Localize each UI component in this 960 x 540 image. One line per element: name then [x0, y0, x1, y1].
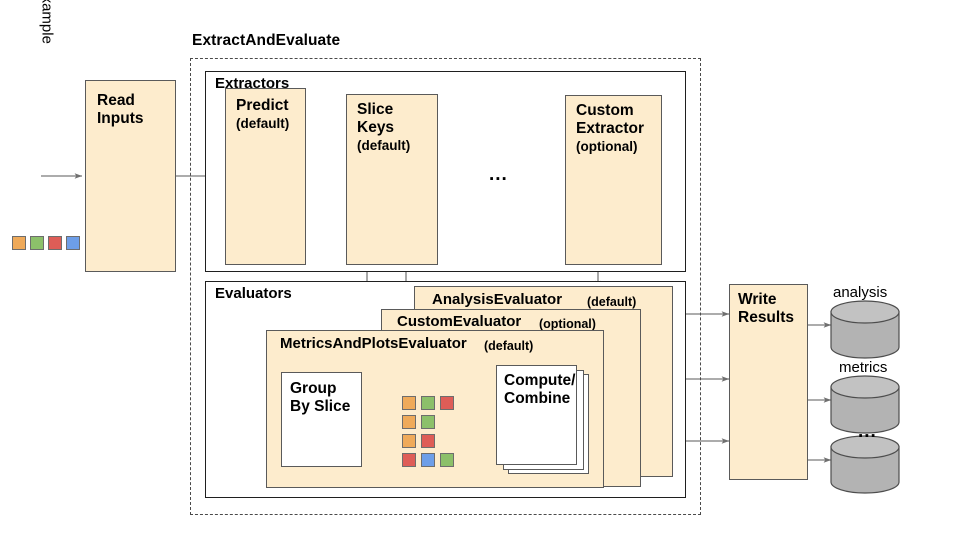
output-label-metrics: metrics [839, 359, 888, 376]
slice-chip [421, 396, 435, 410]
read-inputs-label-line1: Read [97, 92, 135, 109]
slice-chip [421, 434, 435, 448]
cylinder-more [830, 435, 900, 494]
group-by-slice-box[interactable]: Group By Slice [281, 372, 362, 467]
compute-combine-line2: Combine [504, 390, 571, 407]
extractor-predict-qualifier: (default) [236, 116, 290, 131]
extract-and-evaluate-region [190, 58, 701, 515]
legend-chip-orange [12, 236, 26, 250]
extractor-predict-title: Predict [236, 97, 289, 114]
extractor-custom-title-line2: Extractor [576, 120, 645, 137]
slice-groups-grid [402, 396, 460, 467]
output-label-more: ... [858, 421, 877, 442]
read-inputs-box[interactable]: Read Inputs [85, 80, 176, 272]
input-label-wrap: tf.Example [0, 0, 65, 110]
input-label: tf.Example [38, 0, 56, 44]
extractor-slice-keys-title-line1: Slice [357, 101, 394, 118]
slice-chip [440, 396, 454, 410]
compute-combine-line1: Compute/ [504, 372, 576, 389]
read-inputs-label-line2: Inputs [97, 110, 144, 127]
compute-combine-card[interactable]: Compute/ Combine [496, 365, 577, 465]
extractor-slice-keys-box[interactable]: Slice Keys (default) [346, 94, 438, 265]
write-results-box[interactable]: Write Results [729, 284, 808, 480]
slice-chip [440, 453, 454, 467]
legend-chip-red [48, 236, 62, 250]
input-legend-chips [12, 236, 82, 250]
extractor-slice-keys-title-line2: Keys [357, 119, 395, 136]
legend-chip-green [30, 236, 44, 250]
cylinder-analysis [830, 300, 900, 359]
slice-chip [402, 396, 416, 410]
legend-chip-blue [66, 236, 80, 250]
metrics-and-plots-evaluator-qualifier: (default) [484, 339, 534, 353]
group-by-slice-line1: Group [290, 380, 337, 397]
extractor-slice-keys-qualifier: (default) [357, 138, 411, 153]
extractors-ellipsis: ... [489, 164, 508, 185]
slice-chip [421, 453, 435, 467]
slice-chip [402, 453, 416, 467]
analysis-evaluator-qualifier: (default) [587, 295, 637, 309]
extractor-custom-title-line1: Custom [576, 102, 634, 119]
custom-evaluator-qualifier: (optional) [539, 317, 596, 331]
analysis-evaluator-name: AnalysisEvaluator [432, 291, 563, 308]
group-by-slice-line2: By Slice [290, 398, 351, 415]
slice-chip [402, 415, 416, 429]
output-label-analysis: analysis [833, 284, 888, 301]
slice-chip [402, 434, 416, 448]
write-results-line1: Write [738, 291, 777, 308]
evaluators-section-label: Evaluators [215, 285, 292, 302]
extractor-custom-qualifier: (optional) [576, 139, 638, 154]
slice-chip [421, 415, 435, 429]
write-results-line2: Results [738, 309, 794, 326]
extract-and-evaluate-title: ExtractAndEvaluate [192, 32, 341, 49]
extractor-custom-box[interactable]: Custom Extractor (optional) [565, 95, 662, 265]
custom-evaluator-name: CustomEvaluator [397, 313, 522, 330]
extractors-section-label: Extractors [215, 75, 290, 92]
metrics-and-plots-evaluator-name: MetricsAndPlotsEvaluator [280, 335, 467, 352]
extractor-predict-box[interactable]: Predict (default) [225, 88, 306, 265]
